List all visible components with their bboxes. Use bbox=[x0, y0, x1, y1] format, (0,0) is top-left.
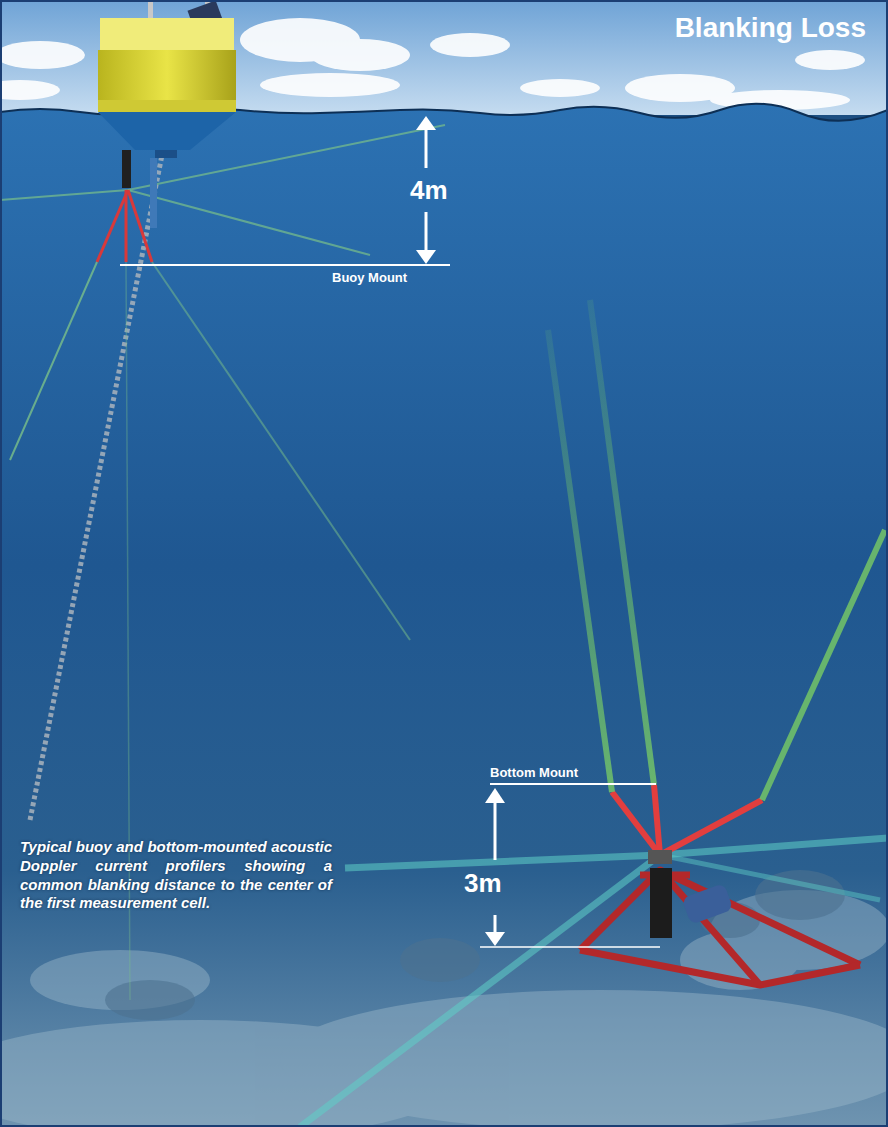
mount-label: Bottom Mount bbox=[490, 765, 578, 780]
diagram-title: Blanking Loss bbox=[675, 12, 866, 44]
dimension-label: 4m bbox=[410, 175, 448, 206]
dimension-label: 3m bbox=[464, 868, 502, 899]
caption: Typical buoy and bottom-mounted acoustic… bbox=[20, 838, 332, 913]
mount-label: Buoy Mount bbox=[332, 270, 407, 285]
